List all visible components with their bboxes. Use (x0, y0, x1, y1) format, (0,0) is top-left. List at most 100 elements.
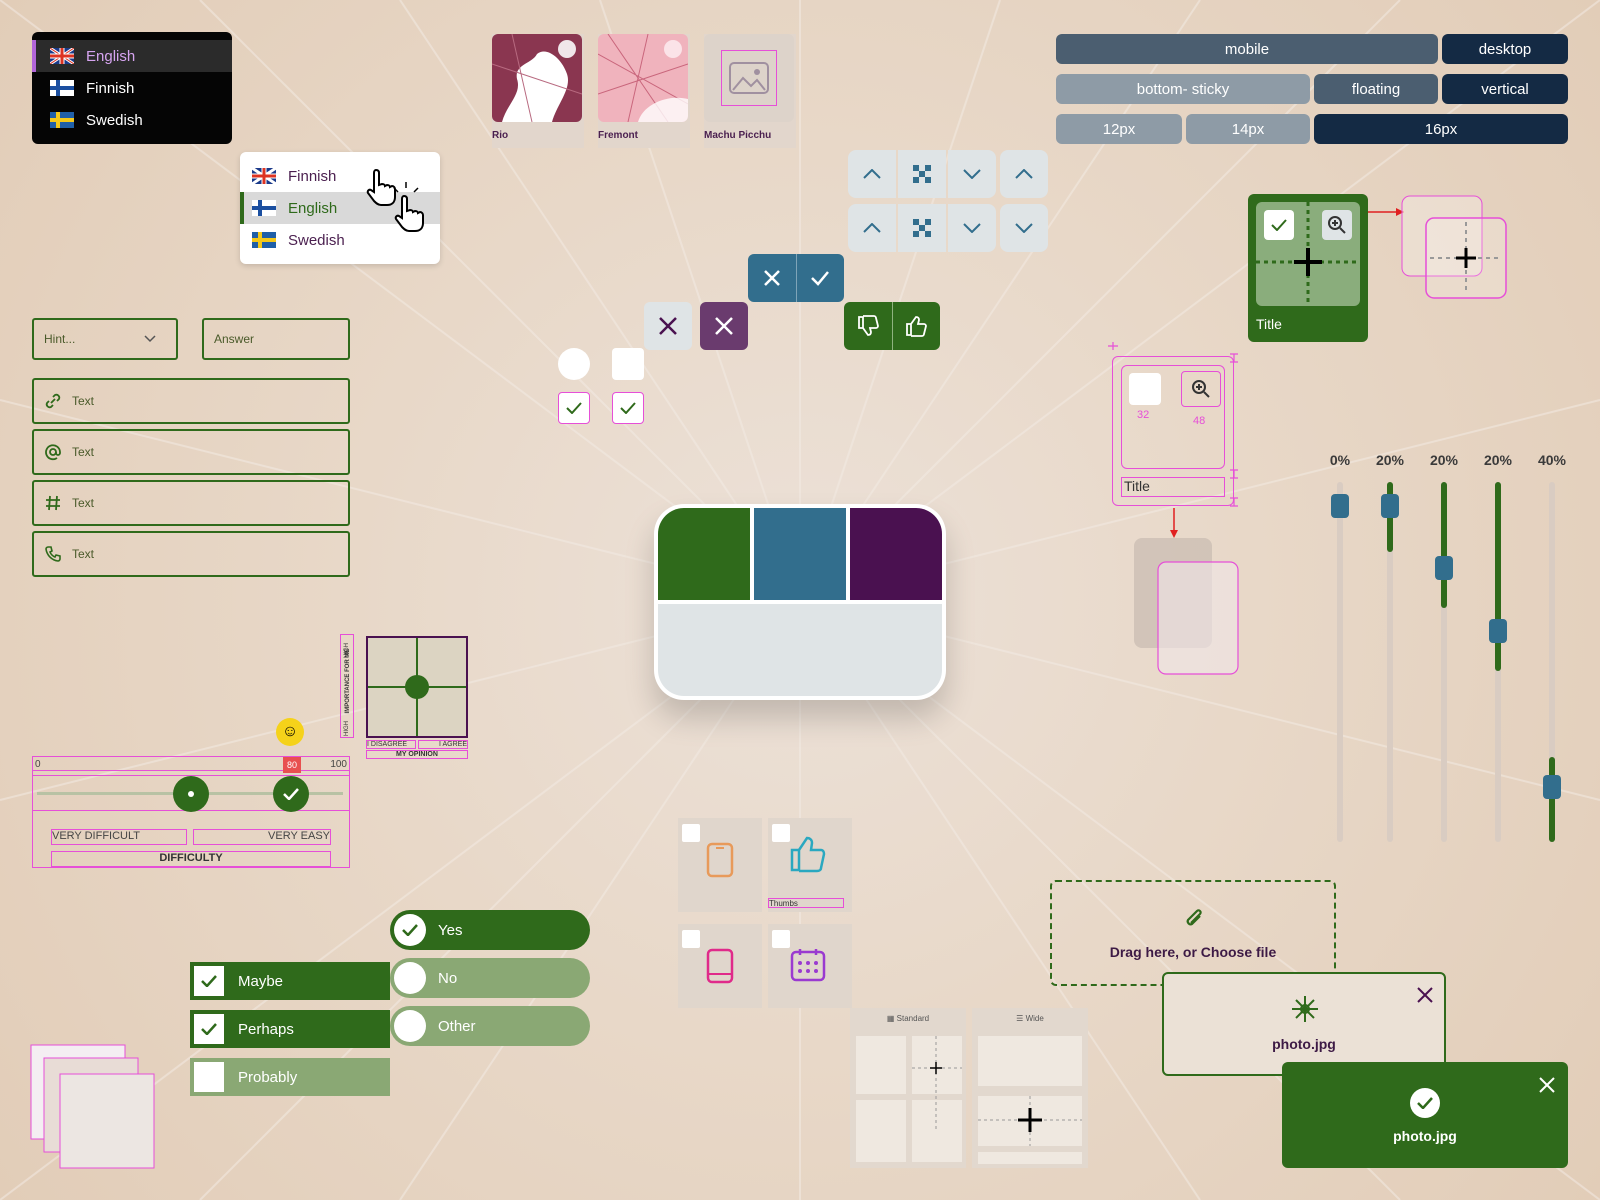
tile-phone[interactable] (678, 818, 762, 912)
checkbox-unchecked[interactable] (612, 348, 644, 380)
checkbox-label: Perhaps (238, 1020, 294, 1038)
radio-label: Yes (438, 921, 463, 939)
slider-thumb-checked[interactable] (273, 776, 309, 812)
paperclip-icon (1186, 909, 1202, 926)
segment-14px[interactable]: 14px (1186, 114, 1310, 144)
segment-12px[interactable]: 12px (1056, 114, 1182, 144)
thumbnail-caption: Fremont (598, 130, 638, 141)
checkbox-option-perhaps[interactable]: Perhaps (190, 1010, 390, 1048)
slider-thumb[interactable] (1381, 494, 1399, 518)
language-option-english[interactable]: English (32, 40, 232, 72)
crosshair-icon (1256, 202, 1360, 306)
tile-checkbox[interactable] (772, 930, 790, 948)
tile-checkbox[interactable] (682, 824, 700, 842)
slider-thumb[interactable] (1435, 556, 1453, 581)
answer-input[interactable]: Answer (202, 318, 350, 360)
chevron-up-button[interactable] (1000, 150, 1048, 198)
slider-track[interactable] (1549, 482, 1555, 842)
layout-wide[interactable]: ☰ Wide (972, 1008, 1088, 1168)
tile-calendar[interactable] (768, 924, 852, 1008)
slider-thumb[interactable] (1543, 774, 1561, 799)
confirm-button[interactable] (797, 254, 845, 302)
language-option-swedish[interactable]: Swedish (240, 224, 440, 256)
spec-dimension-a: 32 (1137, 409, 1150, 421)
checkbox-option-maybe[interactable]: Maybe (190, 962, 390, 1000)
check-icon (402, 924, 418, 936)
checkbox-indicator (194, 1014, 224, 1044)
file-card-uploaded: photo.jpg (1282, 1062, 1568, 1168)
layout-standard[interactable]: ▦ Standard (850, 1008, 966, 1168)
swatch-light (658, 604, 942, 696)
language-option-swedish[interactable]: Swedish (32, 104, 232, 136)
segment-vertical[interactable]: vertical (1442, 74, 1568, 104)
zoom-button[interactable] (1322, 210, 1352, 240)
slider-track[interactable] (1337, 482, 1343, 842)
checkbox-option-probably[interactable]: Probably (190, 1058, 390, 1096)
check-icon (620, 402, 636, 414)
chevron-down-button[interactable] (948, 150, 996, 198)
drag-handle[interactable] (898, 150, 946, 198)
chevron-up-icon (863, 223, 881, 233)
language-option-finnish[interactable]: Finnish (32, 72, 232, 104)
close-button-dark[interactable] (700, 302, 748, 350)
radio-option-yes[interactable]: Yes (390, 910, 590, 950)
hint-select[interactable]: Hint... (32, 318, 178, 360)
link-field-value: Text (72, 394, 95, 408)
email-field[interactable]: Text (32, 429, 350, 475)
tile-thumbs[interactable]: Thumbs (768, 818, 852, 912)
grid-icon: ▦ (886, 1014, 897, 1023)
segment-desktop[interactable]: desktop (1442, 34, 1568, 64)
zoom-in-icon[interactable] (558, 40, 576, 58)
file-drop-zone[interactable]: Drag here, or Choose file (1050, 880, 1336, 986)
thumbnail-rio[interactable]: Rio (492, 34, 584, 148)
number-field[interactable]: Text (32, 480, 350, 526)
file-icon (1292, 996, 1318, 1022)
close-button-light[interactable] (644, 302, 692, 350)
tile-checkbox[interactable] (682, 930, 700, 948)
radio-option-other[interactable]: Other (390, 1006, 590, 1046)
checkbox-checked[interactable] (558, 392, 590, 424)
spec-drag-annotation (1108, 342, 1239, 675)
segment-label: 14px (1231, 120, 1265, 138)
phone-field[interactable]: Text (32, 531, 350, 577)
language-option-finnish[interactable]: Finnish (240, 160, 440, 192)
segment-floating[interactable]: floating (1314, 74, 1438, 104)
tile-tablet[interactable] (678, 924, 762, 1008)
checkbox-indicator (194, 966, 224, 996)
cancel-button[interactable] (748, 254, 797, 302)
slider-thumb[interactable] (1331, 494, 1349, 518)
thumbs-down-button[interactable] (844, 302, 893, 350)
close-icon[interactable] (1538, 1076, 1556, 1094)
radio-unchecked[interactable] (558, 348, 590, 380)
chevron-down-button[interactable] (1000, 204, 1048, 252)
chevron-up-button[interactable] (848, 204, 896, 252)
segment-bottom-sticky[interactable]: bottom- sticky (1056, 74, 1310, 104)
tile-checkbox[interactable] (772, 824, 790, 842)
thumbs-up-button[interactable] (893, 302, 941, 350)
zoom-in-icon[interactable] (664, 40, 682, 58)
thumbnail-machu-picchu[interactable]: Machu Picchu (704, 34, 796, 148)
chevron-down-button[interactable] (948, 204, 996, 252)
thumbnail-fremont[interactable]: Fremont (598, 34, 690, 148)
matrix-grid[interactable] (366, 636, 468, 738)
checkbox-checked[interactable] (612, 392, 644, 424)
slider-thumb[interactable] (173, 776, 209, 812)
difficulty-value-badge: 80 (283, 757, 301, 773)
chevron-up-button[interactable] (848, 150, 896, 198)
language-menu-dark: English Finnish Swedish (32, 32, 232, 144)
spec-media-outline (1121, 365, 1225, 469)
link-field[interactable]: Text (32, 378, 350, 424)
segment-16px[interactable]: 16px (1314, 114, 1568, 144)
thumbs-up-icon (906, 316, 928, 337)
slider-track[interactable] (1387, 482, 1393, 842)
matrix-axes (368, 638, 466, 736)
radio-option-no[interactable]: No (390, 958, 590, 998)
close-icon[interactable] (1416, 986, 1434, 1004)
drop-zone-prompt: Drag here, or Choose file (1109, 944, 1277, 960)
slider-track[interactable] (1441, 482, 1447, 842)
select-checkbox[interactable] (1264, 210, 1294, 240)
slider-thumb[interactable] (1489, 618, 1507, 643)
image-card[interactable]: Title (1248, 194, 1368, 342)
drag-handle[interactable] (898, 204, 946, 252)
segment-mobile[interactable]: mobile (1056, 34, 1438, 64)
